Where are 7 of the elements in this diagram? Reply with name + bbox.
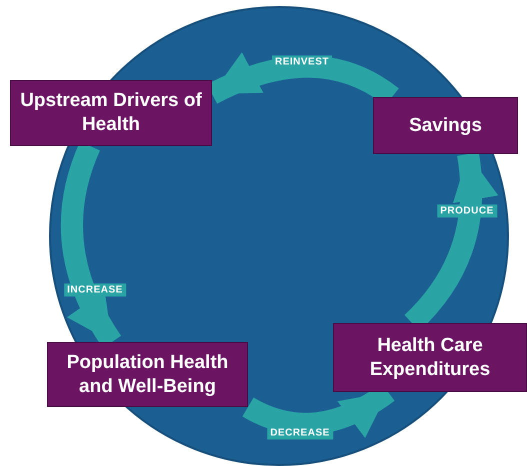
process-box: Population Health and Well-Being	[47, 342, 248, 407]
edge-label: DECREASE	[267, 426, 333, 440]
edge-label: INCREASE	[64, 284, 126, 296]
process-box: Health Care Expenditures	[333, 323, 527, 392]
process-box: Upstream Drivers of Health	[10, 80, 212, 146]
process-box: Savings	[373, 97, 518, 154]
edge-label: PRODUCE	[437, 204, 497, 218]
